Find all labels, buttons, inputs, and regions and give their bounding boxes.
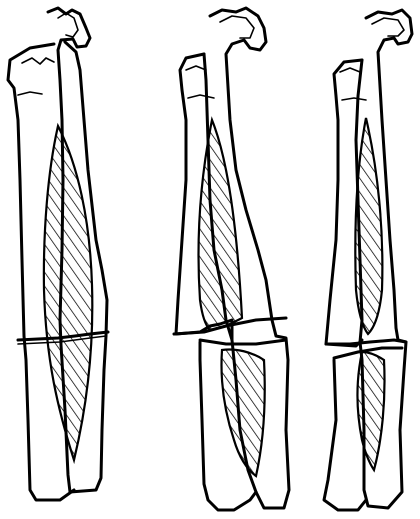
middle-forearm-panel [174,8,289,510]
right-interosseous-space-upper [355,118,382,334]
right-forearm-panel [324,10,412,510]
right-fracture-line-upper [326,340,406,344]
middle-fracture-gap-lower [200,340,286,344]
right-interosseous-space-lower [358,352,385,470]
left-forearm-panel [8,8,108,500]
middle-interosseous-space-upper [199,120,243,330]
middle-interosseous-space-lower [222,349,265,476]
left-interosseous-space [44,126,92,460]
